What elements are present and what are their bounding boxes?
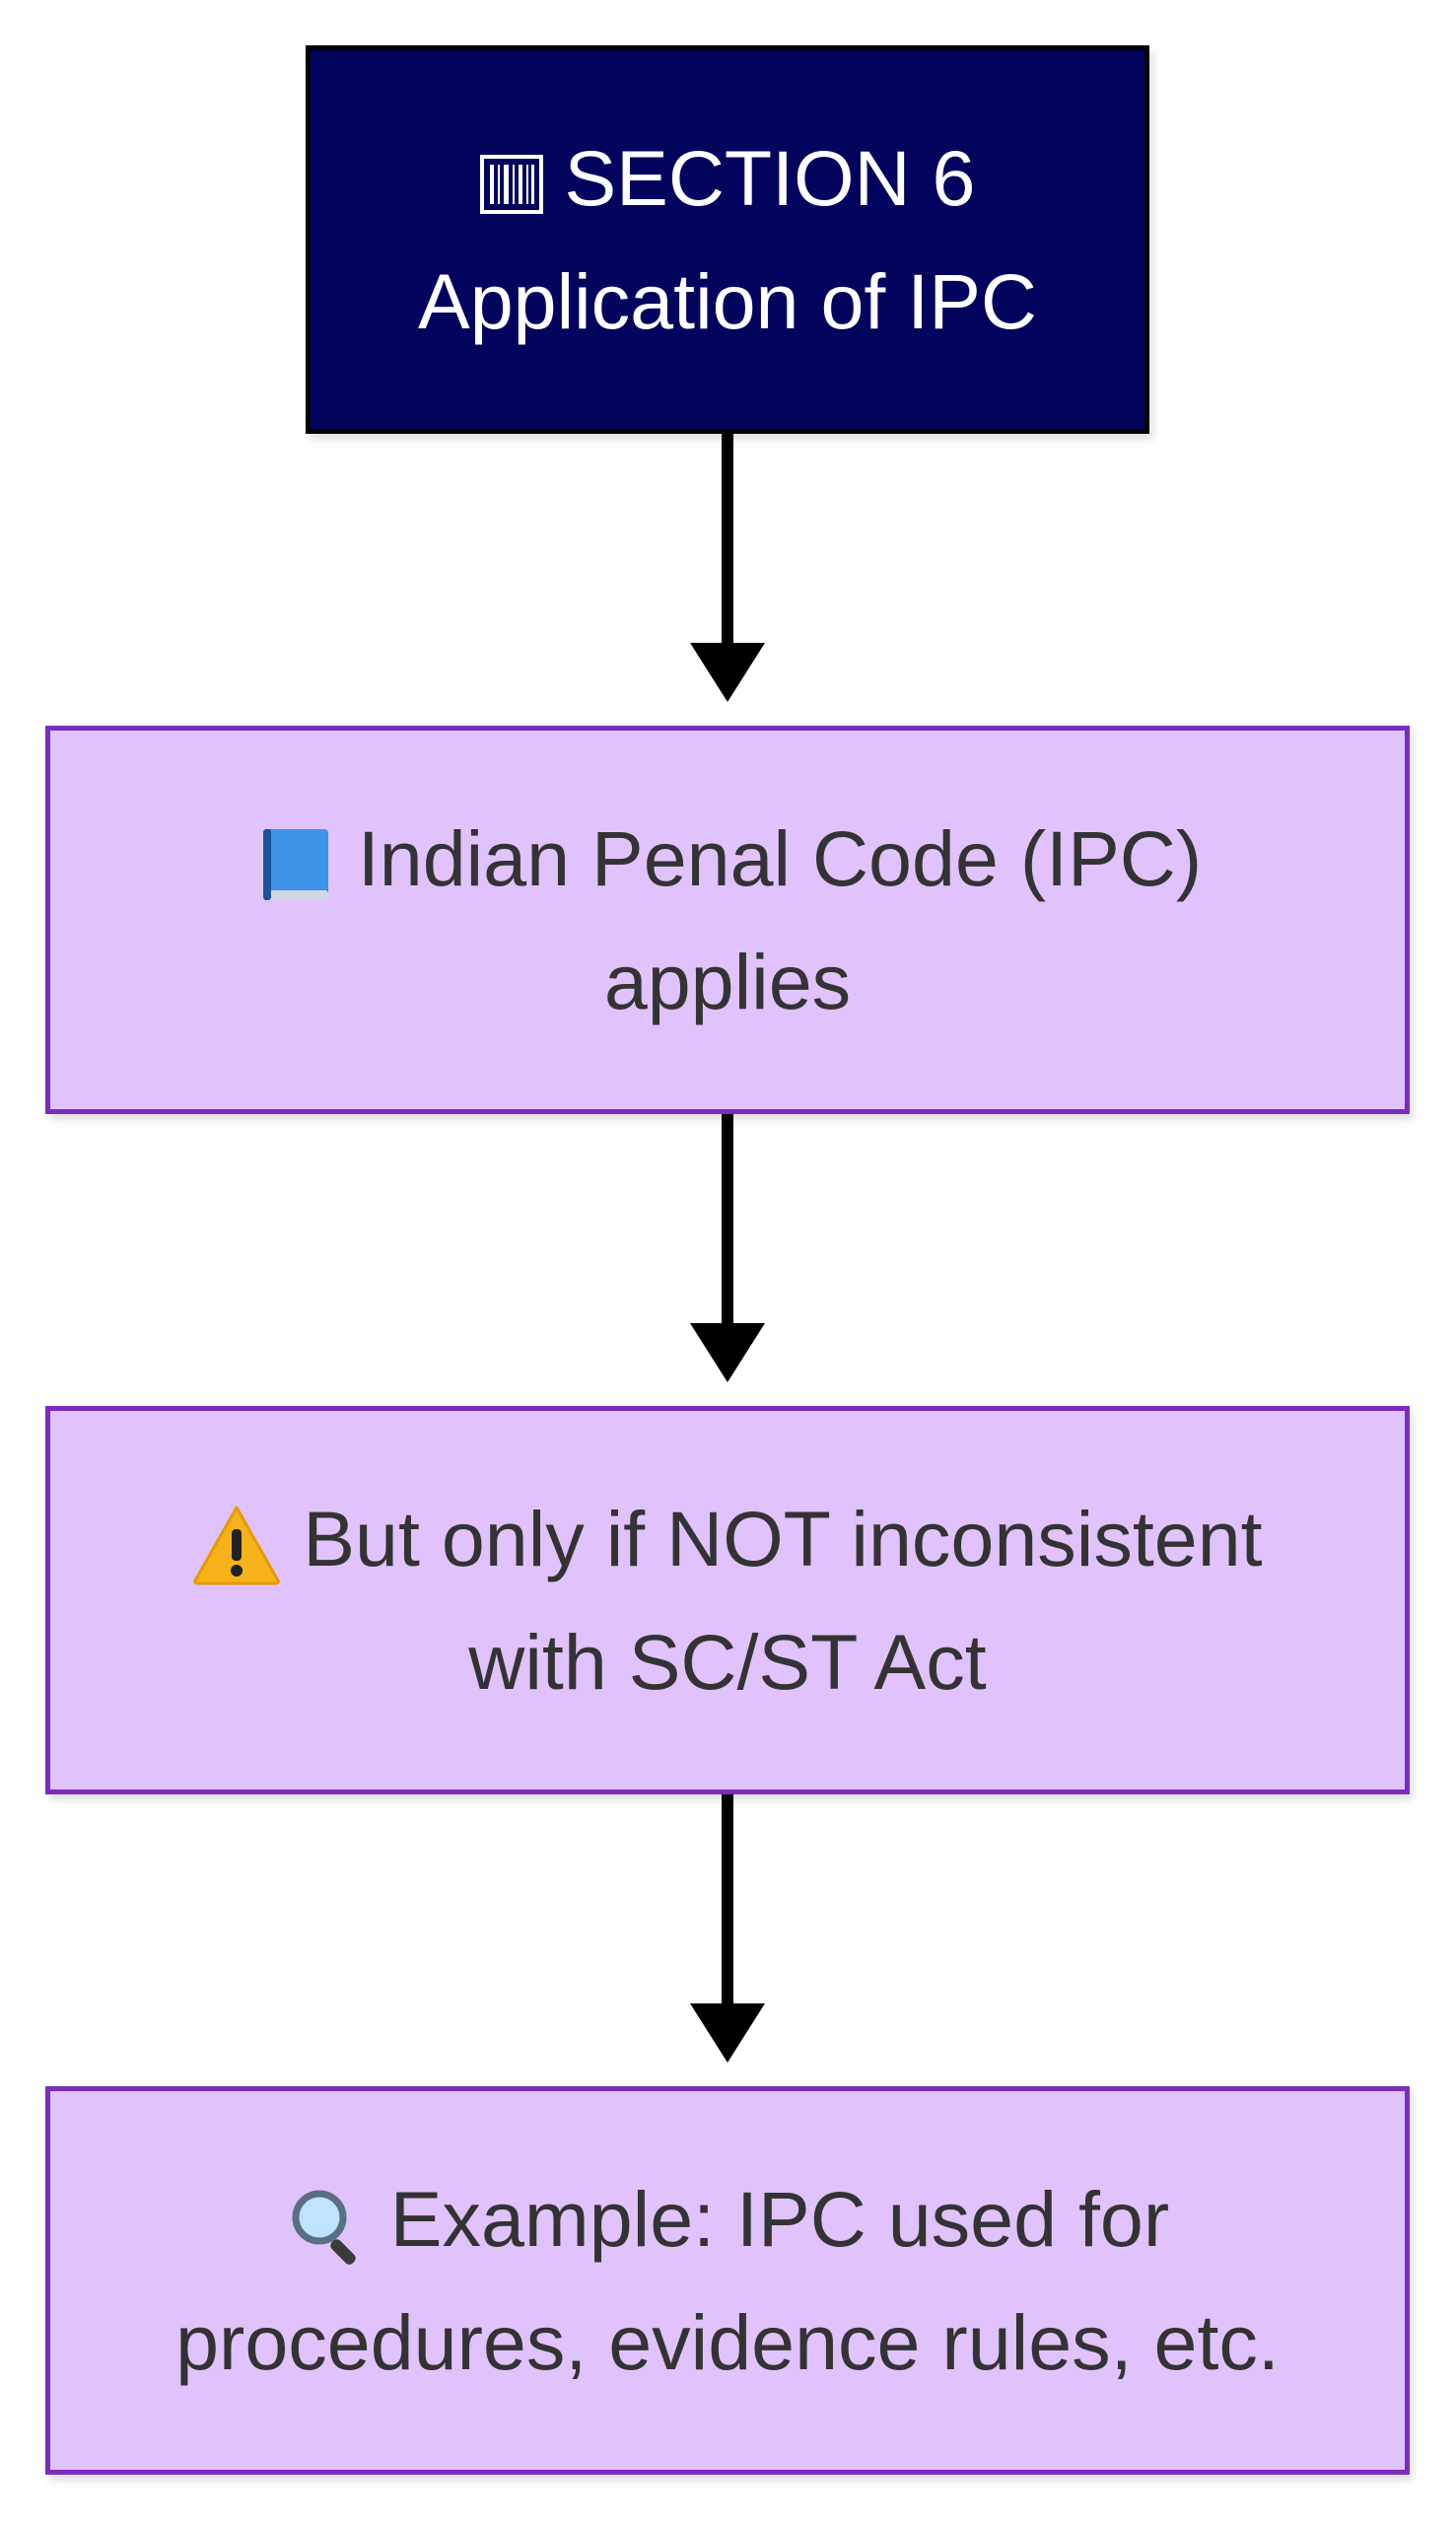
inconsistency-line1: But only if NOT inconsistent (303, 1495, 1263, 1582)
arrow-title-to-node1 (690, 434, 765, 702)
example-line1: Example: IPC used for (389, 2175, 1170, 2263)
arrow-node2-to-node3 (690, 1794, 765, 2063)
inconsistency-condition-node: But only if NOT inconsistent with SC/ST … (45, 1406, 1410, 1794)
ipc-applies-line2: applies (603, 938, 852, 1025)
section-title-line1: SECTION 6 (479, 116, 976, 240)
example-line2: procedures, evidence rules, etc. (175, 2298, 1280, 2386)
ipc-applies-line1: Indian Penal Code (IPC) (357, 814, 1203, 902)
section-subtitle: Application of IPC (418, 257, 1037, 345)
arrow-node1-to-node2 (690, 1114, 765, 1382)
magnifying-glass-icon (286, 2157, 369, 2280)
example-line1-wrap: Example: IPC used for (286, 2157, 1169, 2280)
example-node: Example: IPC used for procedures, eviden… (45, 2086, 1410, 2475)
blue-book-icon (253, 797, 336, 920)
ipc-applies-node: Indian Penal Code (IPC) applies (45, 726, 1410, 1114)
inconsistency-line2: with SC/ST Act (468, 1618, 987, 1706)
warning-icon (192, 1477, 281, 1600)
barcode-icon (479, 116, 543, 240)
ipc-applies-line1-wrap: Indian Penal Code (IPC) (253, 797, 1202, 920)
section-title-text: SECTION 6 (564, 134, 976, 222)
section-title-node: SECTION 6 Application of IPC (306, 45, 1149, 434)
inconsistency-line1-wrap: But only if NOT inconsistent (192, 1477, 1263, 1600)
